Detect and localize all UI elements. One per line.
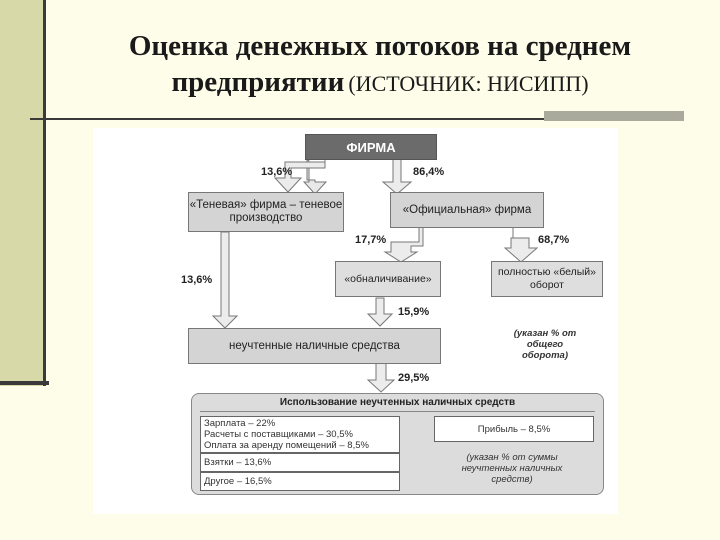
profit-cell: Прибыль – 8,5%: [434, 416, 594, 442]
title-underline-accent: [544, 111, 684, 121]
pct-white: 68,7%: [538, 234, 570, 246]
pct-shadow: 13,6%: [261, 166, 293, 178]
cash-flow-diagram: ФИРМА 13,6% 86,4% «Теневая» фирма – тене…: [93, 128, 618, 514]
note-total-turnover: (указан % от общего оборота): [513, 328, 577, 361]
slide-title: Оценка денежных потоков на среднем предп…: [60, 28, 700, 100]
arrow-shadow-down: [211, 231, 239, 329]
usage-panel: Использование неучтенных наличных средст…: [191, 393, 604, 495]
arrow-official-cashing: [383, 224, 424, 263]
note-sum-unrecorded: (указан % от суммы неучтенных наличных с…: [461, 452, 563, 485]
usage-panel-divider: [200, 411, 595, 412]
sidebar-divider: [0, 381, 49, 385]
arrow-cashing-down: [366, 297, 394, 327]
title-line-1: Оценка денежных потоков на среднем: [128, 30, 632, 62]
title-line-2: предприятии: [171, 66, 345, 98]
usage-item: Расчеты с поставщиками – 30,5%: [204, 429, 353, 440]
title-underline: [30, 118, 544, 120]
box-cashing: «обналичивание»: [335, 261, 441, 297]
slide-sidebar-bar: [0, 0, 46, 386]
arrow-firm-official: [381, 158, 413, 195]
arrow-firm-to-shadow: [302, 157, 328, 195]
box-white-turnover: полностью «белый» оборот: [491, 261, 603, 297]
pct-cashing: 17,7%: [355, 234, 387, 246]
other-cell: Другое – 16,5%: [200, 472, 400, 491]
usage-item: Оплата за аренду помещений – 8,5%: [204, 440, 369, 451]
bribes-cell: Взятки – 13,6%: [200, 453, 400, 472]
pct-shadow-down: 13,6%: [181, 274, 213, 286]
box-unrecorded-cash: неучтенные наличные средства: [188, 328, 441, 364]
usage-list-cell: Зарплата – 22% Расчеты с поставщиками – …: [200, 416, 400, 453]
usage-panel-title: Использование неучтенных наличных средст…: [279, 397, 516, 408]
box-official-firm: «Официальная» фирма: [390, 192, 544, 228]
title-source: (ИСТОЧНИК: НИСИПП): [348, 71, 589, 96]
flow-arrows: [211, 157, 539, 393]
usage-item: Зарплата – 22%: [204, 418, 276, 429]
pct-cash-to-unrecorded: 15,9%: [398, 306, 430, 318]
arrow-unrecorded-panel: [366, 362, 396, 393]
arrow-official-white: [503, 225, 539, 263]
box-firm: ФИРМА: [305, 134, 437, 160]
box-shadow-firm: «Теневая» фирма – теневое производство: [188, 192, 344, 232]
pct-official: 86,4%: [413, 166, 445, 178]
pct-usage: 29,5%: [398, 372, 430, 384]
